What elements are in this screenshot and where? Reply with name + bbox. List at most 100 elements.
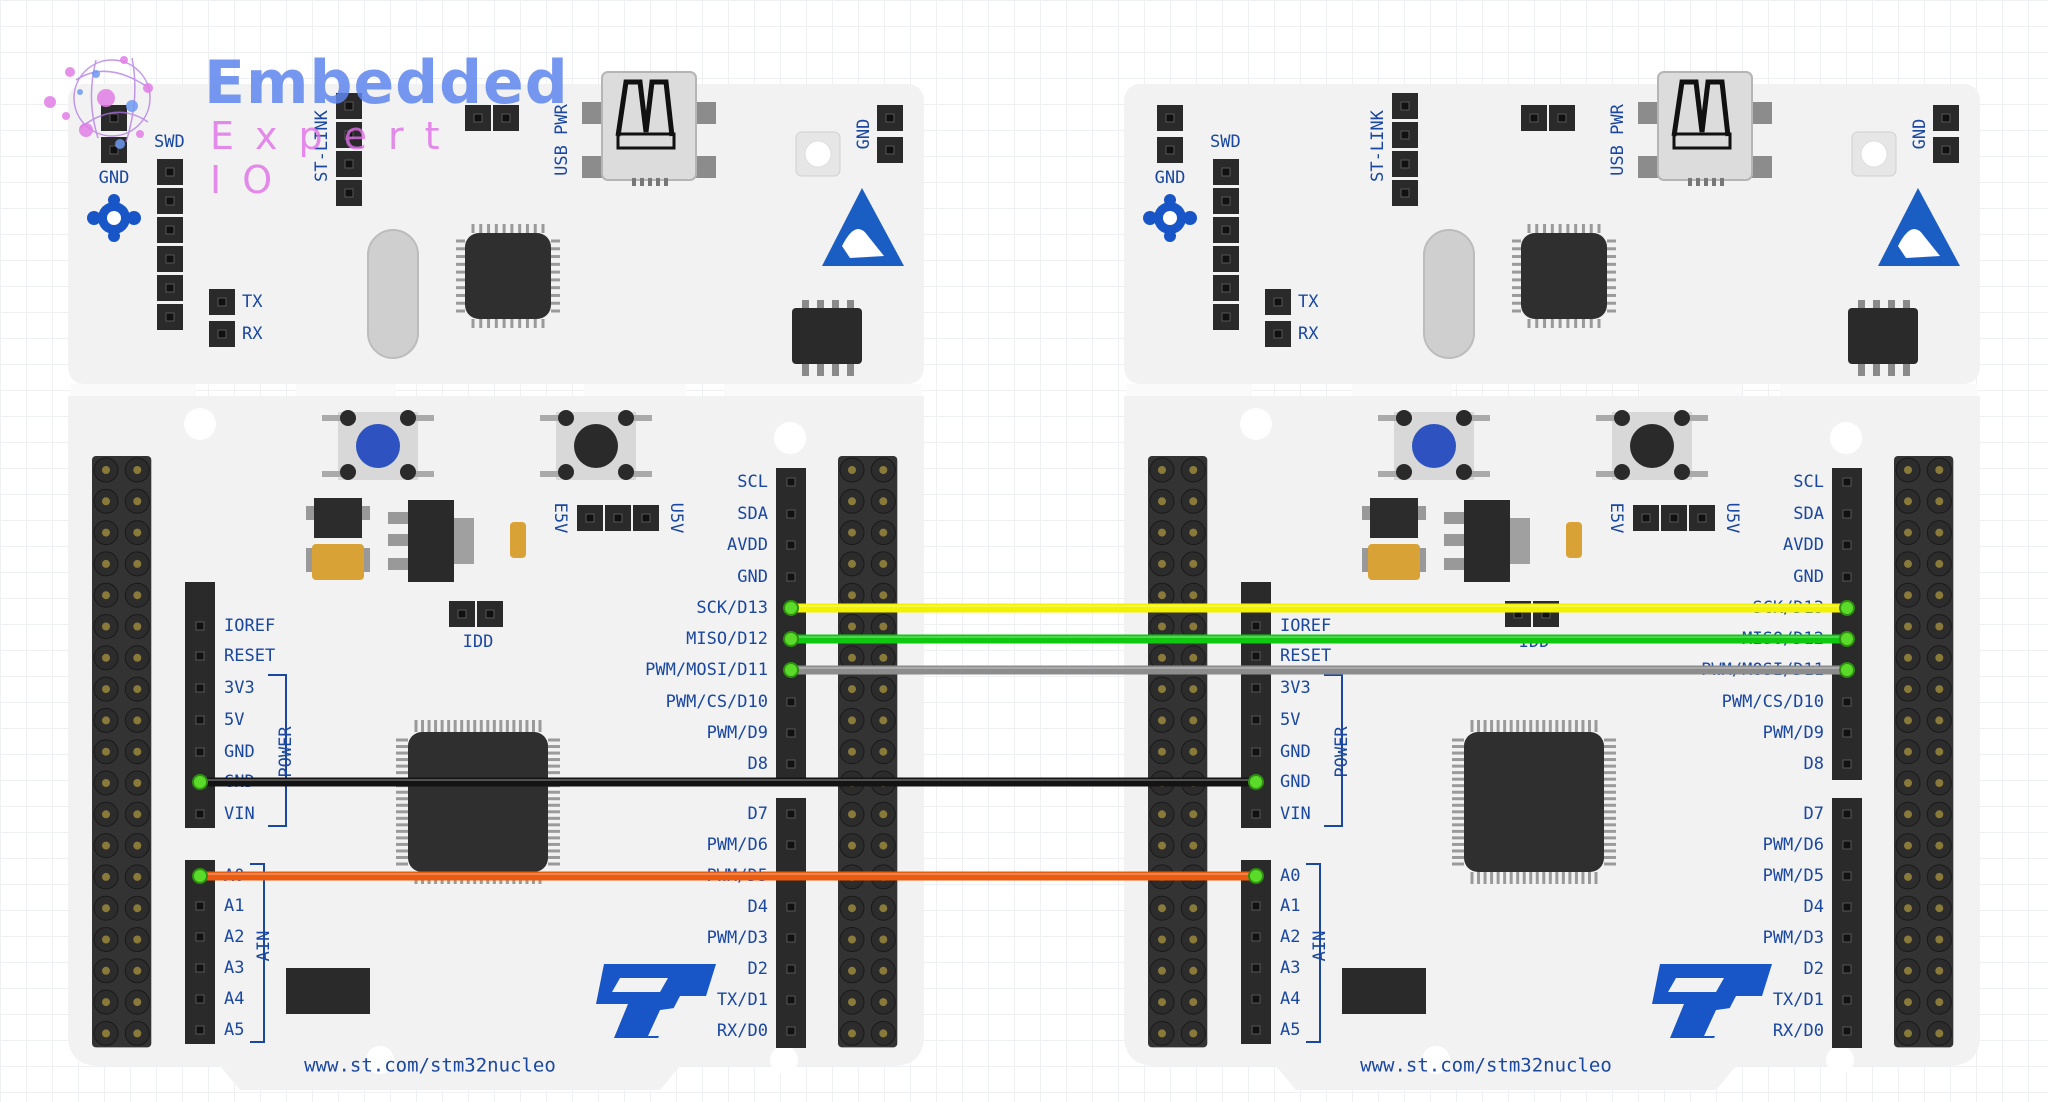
chip-lead xyxy=(502,224,506,233)
pin-hole xyxy=(1165,145,1175,155)
pin-hole xyxy=(344,188,354,198)
digital-label: GND xyxy=(737,567,768,587)
chip-lead xyxy=(396,855,408,859)
pin-hole xyxy=(1189,528,1198,537)
pin-hole xyxy=(133,747,142,756)
reg-lead xyxy=(1444,558,1468,570)
mount-hole xyxy=(366,1046,394,1074)
crystal xyxy=(1423,229,1475,359)
chip-lead xyxy=(1555,720,1559,732)
label-usb-pwr: USB PWR xyxy=(552,103,572,175)
pin-hole xyxy=(1935,559,1944,568)
pin-hole xyxy=(848,810,856,819)
pin-hole xyxy=(133,716,142,725)
chip-lead xyxy=(396,862,408,866)
pin-hole xyxy=(133,872,142,881)
pin-hole xyxy=(1400,159,1410,169)
digital-label: PWM/D9 xyxy=(707,723,768,743)
user-button[interactable] xyxy=(1378,410,1490,480)
user-button-cap[interactable] xyxy=(356,424,400,468)
led-lens xyxy=(1860,140,1888,168)
chip-lead xyxy=(460,720,464,732)
pin-hole xyxy=(1904,591,1912,600)
reset-button[interactable] xyxy=(540,410,652,480)
chip-lead xyxy=(396,849,408,853)
pin-hole xyxy=(102,998,110,1007)
chip-lead xyxy=(414,720,418,732)
logo-icon xyxy=(44,56,153,149)
chip-lead xyxy=(525,224,529,233)
chip-body xyxy=(465,233,551,319)
pin-hole xyxy=(1189,904,1198,913)
chip-lead xyxy=(548,758,560,762)
chip-lead xyxy=(1566,224,1570,233)
power-label: VIN xyxy=(224,804,255,824)
reset-button[interactable] xyxy=(1596,410,1708,480)
chip-lead xyxy=(471,319,475,328)
pin-hole xyxy=(1842,964,1852,974)
chip-lead xyxy=(1607,293,1616,297)
pin-hole xyxy=(102,1029,110,1038)
chip-lead xyxy=(471,224,475,233)
pin-hole xyxy=(165,167,175,177)
chip-lead xyxy=(1529,872,1533,884)
pin-hole xyxy=(848,466,856,474)
pin-hole xyxy=(133,841,142,850)
digital-label: AVDD xyxy=(1783,535,1824,555)
perforation xyxy=(724,384,922,396)
chip-lead xyxy=(548,745,560,749)
digital-header-upper xyxy=(1832,468,1862,780)
analog-header xyxy=(185,860,215,1044)
pin-hole xyxy=(1935,810,1944,819)
pin-hole xyxy=(848,935,856,944)
label-u5v: U5V xyxy=(666,503,686,534)
analog-label: A5 xyxy=(224,1020,244,1040)
chip-lead xyxy=(1470,872,1474,884)
label-ain: AIN xyxy=(1310,931,1330,962)
chip-lead xyxy=(1535,319,1539,328)
pin-hole xyxy=(344,101,354,111)
reset-button-cap[interactable] xyxy=(1630,424,1674,468)
power-bracket xyxy=(268,674,287,827)
chip-lead xyxy=(1512,270,1521,274)
chip-lead xyxy=(1587,720,1591,732)
digital-label: MISO/D12 xyxy=(686,629,768,649)
chip-lead xyxy=(1452,738,1464,742)
chip-lead xyxy=(1452,777,1464,781)
pin-hole xyxy=(165,312,175,322)
analog-label: A3 xyxy=(1280,958,1300,978)
chip-lead xyxy=(512,720,516,732)
chip-lead xyxy=(1558,319,1562,328)
pin-hole xyxy=(133,966,142,975)
pin-hole xyxy=(217,329,227,339)
pin-hole xyxy=(165,225,175,235)
arm-mbed-icon xyxy=(87,194,141,242)
pin-hole xyxy=(879,966,888,975)
pin-hole xyxy=(102,559,110,568)
pin-hole xyxy=(102,591,110,600)
usb-connector xyxy=(1638,71,1772,186)
user-button-cap[interactable] xyxy=(1412,424,1456,468)
pin-hole xyxy=(102,747,110,756)
user-button[interactable] xyxy=(322,410,434,480)
digital-label: TX/D1 xyxy=(1773,990,1824,1010)
pin-hole xyxy=(1158,810,1166,819)
pin-hole xyxy=(1935,528,1944,537)
chip-lead xyxy=(1604,862,1616,866)
chip-lead xyxy=(396,842,408,846)
chip-lead xyxy=(548,738,560,742)
label-gnd-top: GND xyxy=(99,168,130,188)
pin-hole xyxy=(1697,513,1707,523)
pin-hole xyxy=(1251,747,1261,757)
reset-button-cap[interactable] xyxy=(574,424,618,468)
analog-label: A4 xyxy=(1280,989,1300,1009)
chip-lead xyxy=(1522,872,1526,884)
pin-hole xyxy=(879,466,888,474)
pin-hole xyxy=(1935,904,1944,913)
label-tx: TX xyxy=(1298,292,1319,312)
chip-lead xyxy=(531,720,535,732)
chip-lead xyxy=(1604,855,1616,859)
pin-hole xyxy=(1158,966,1166,975)
chip-lead xyxy=(1574,720,1578,732)
power-label: IOREF xyxy=(1280,616,1331,636)
